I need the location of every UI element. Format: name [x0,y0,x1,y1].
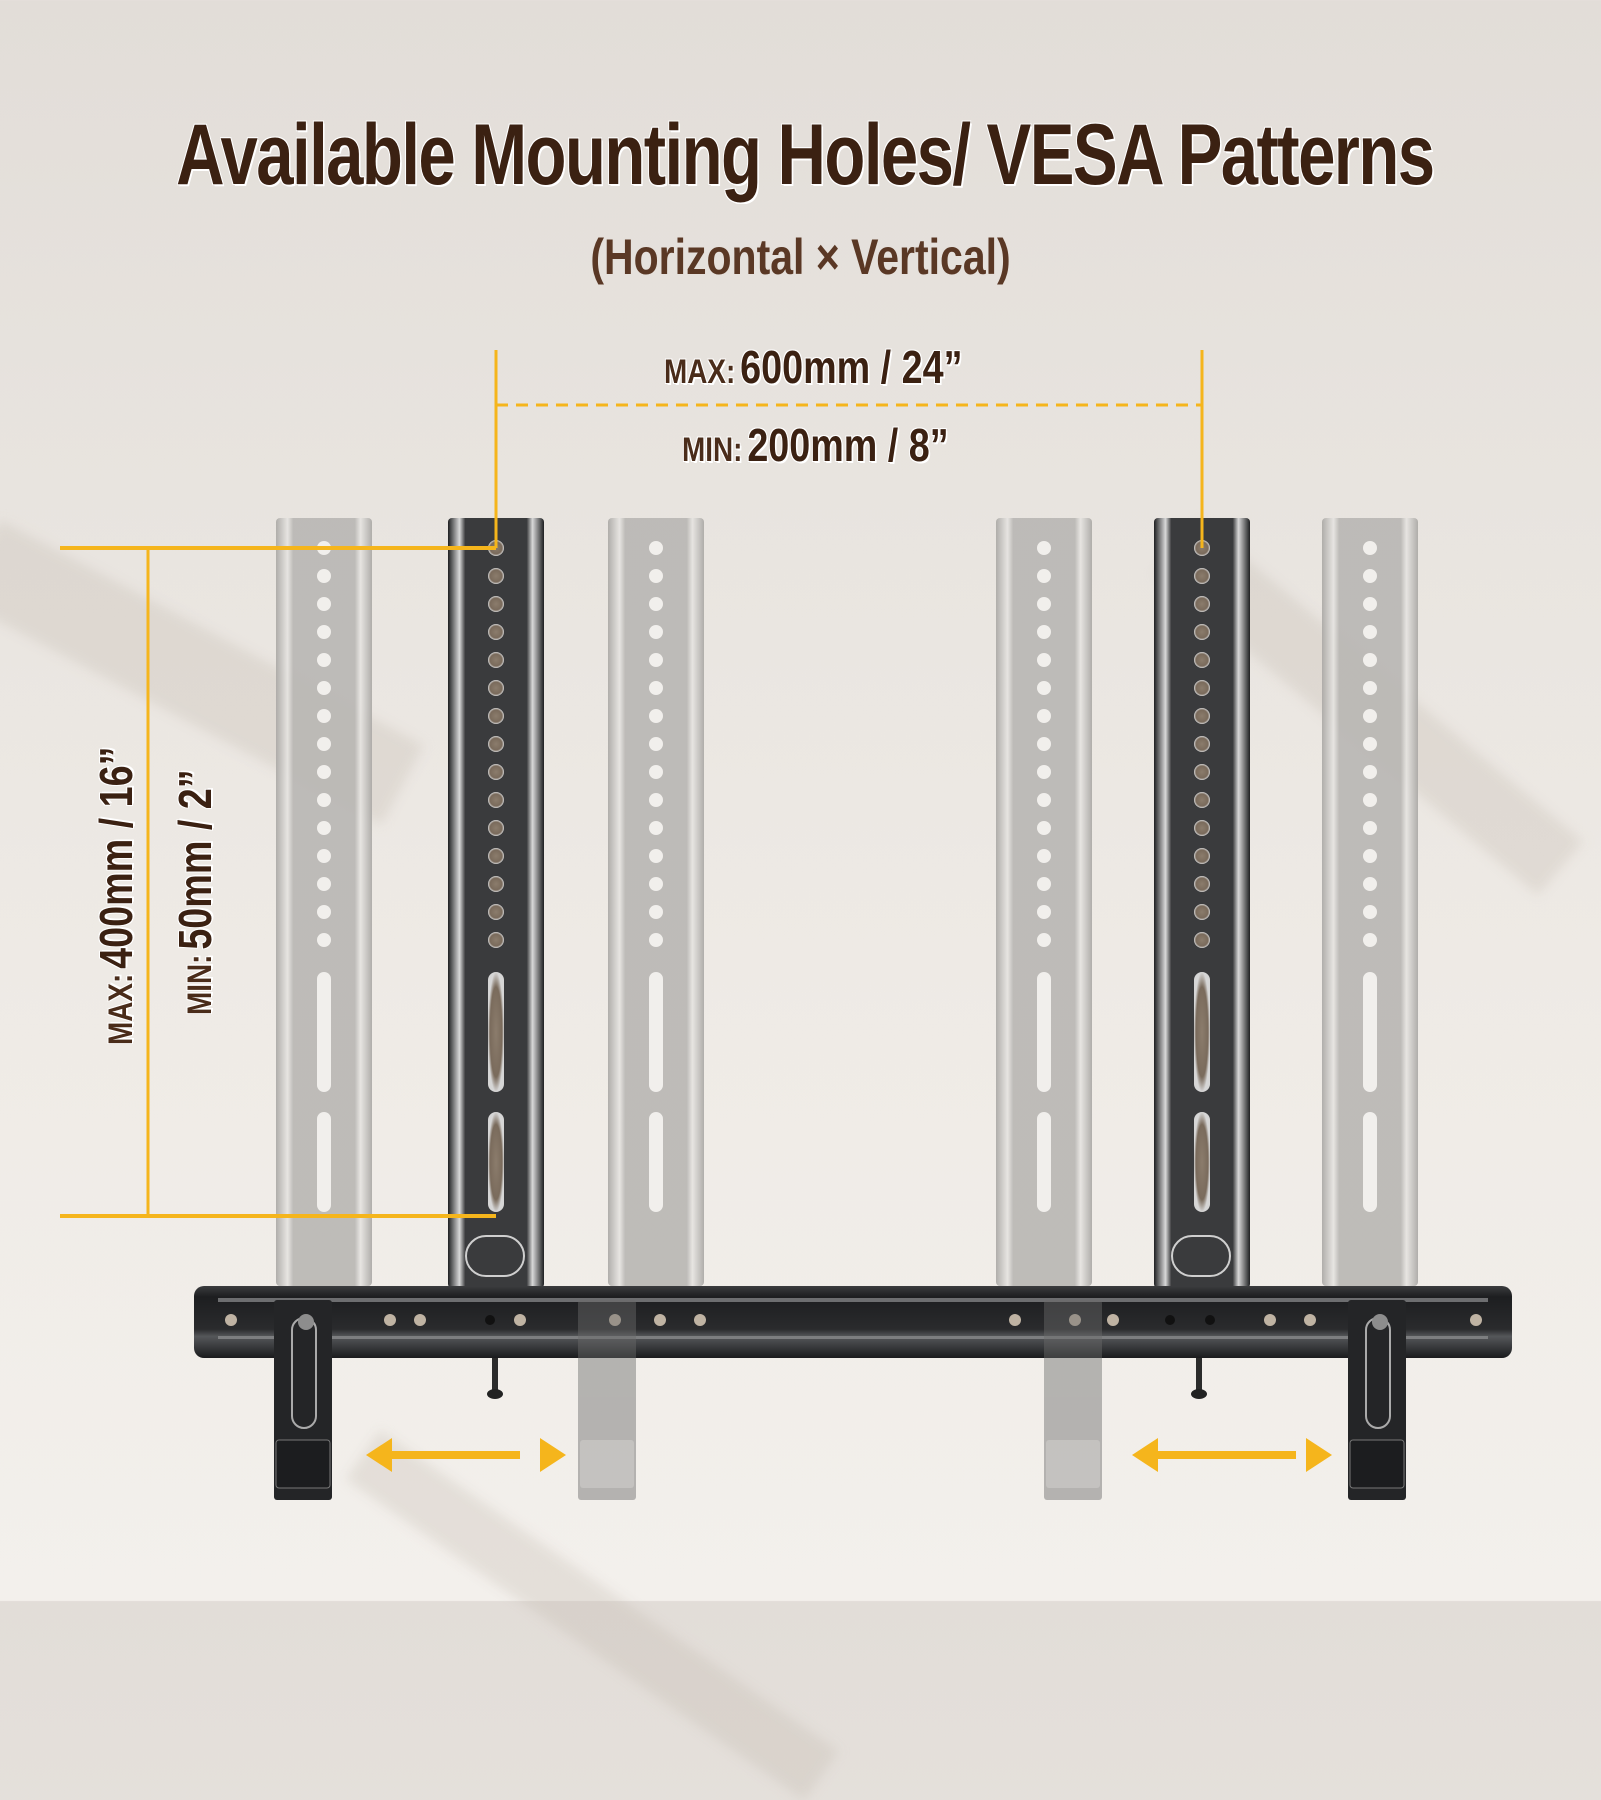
double-arrow-left-icon [366,1438,566,1472]
max-value: 600mm / 24” [740,341,963,393]
min-prefix: MIN: [682,431,743,469]
vertical-max-label: MAX: 400mm / 16” [89,747,143,1045]
min-value: 200mm / 8” [747,419,949,471]
screw-right [1191,1358,1207,1399]
max-value: 400mm / 16” [90,746,142,969]
horizontal-dimension-guides [494,350,1204,548]
ghost-bracket-2 [608,518,704,1286]
min-prefix: MIN: [181,954,219,1015]
mount-illustration [60,350,1512,1500]
hook-ghost-left [578,1300,636,1500]
infographic: Available Mounting Holes/ VESA Patterns … [0,107,1584,1800]
max-prefix: MAX: [664,353,736,391]
vertical-dimension-guides [60,546,496,1218]
ghost-bracket-4 [1322,518,1418,1286]
horizontal-min-label: MIN:200mm / 8” [682,418,949,472]
ghost-holes [317,541,1377,1212]
ghost-bracket-3 [996,518,1092,1286]
hook-ghost-right [1044,1300,1102,1500]
vertical-min-label: MIN: 50mm / 2” [168,769,222,1015]
bracket-right [1154,518,1250,1288]
max-prefix: MAX: [102,973,140,1045]
horizontal-rail [194,1286,1512,1358]
horizontal-max-label: MAX:600mm / 24” [664,340,962,394]
bracket-holes [488,540,1210,1212]
ghost-bracket-1 [276,518,372,1286]
page-title: Available Mounting Holes/ VESA Patterns [176,107,1435,203]
hook-left [274,1300,332,1500]
bracket-left [448,518,544,1288]
screw-left [487,1358,503,1399]
page-subtitle: (Horizontal × Vertical) [590,229,1011,285]
double-arrow-right-icon [1132,1438,1332,1472]
min-value: 50mm / 2” [169,769,221,950]
hook-right [1348,1300,1406,1500]
